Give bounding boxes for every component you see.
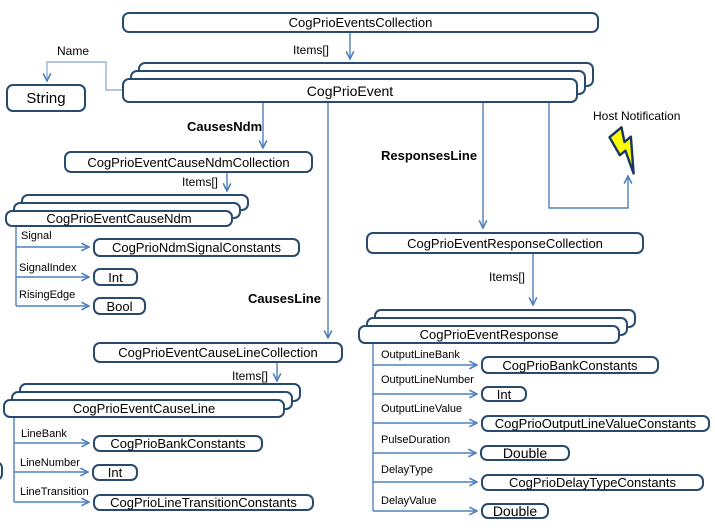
edge-label-items-events: Items[] [293, 43, 330, 57]
edge-label-responses-line: ResponsesLine [381, 148, 478, 163]
property-label-rising-edge: RisingEdge [19, 289, 76, 301]
node-stack-cogprioeventcausendm: CogPrioEventCauseNdm [5, 194, 249, 227]
node-cogpriondmsignalconstants: CogPrioNdmSignalConstants [93, 238, 300, 257]
lightning-bolt-icon [608, 126, 635, 175]
node-cogpriooutputlinevalueconstants: CogPrioOutputLineValueConstants [481, 415, 710, 432]
property-label-pulse-duration: PulseDuration [381, 434, 451, 446]
node-bool-risingedge: Bool [93, 297, 146, 315]
property-label-signal: Signal [21, 230, 52, 242]
edge-label-items-response: Items[] [489, 270, 526, 284]
edge-label-items-cause-ndm: Items[] [182, 175, 219, 189]
node-cogprioevent: CogPrioEvent [122, 78, 578, 103]
node-cogpriolinetransitionconstants: CogPrioLineTransitionConstants [93, 494, 314, 511]
node-cogpriodelaytypeconstants: CogPrioDelayTypeConstants [481, 474, 704, 491]
node-int-signalindex: Int [93, 268, 138, 286]
edge-label-host-notification: Host Notification [593, 109, 681, 123]
edge-label-name: Name [57, 44, 90, 58]
edge-label-causes-ndm: CausesNdm [187, 119, 263, 134]
node-cogprioeventcauselinecollection: CogPrioEventCauseLineCollection [93, 342, 343, 363]
edge-label-causes-line: CausesLine [248, 291, 321, 306]
node-stack-cogprioeventcauseline: CogPrioEventCauseLine [3, 383, 301, 418]
node-cogprioeventscollection: CogPrioEventsCollection [122, 12, 599, 33]
node-stack-cogprioeventresponse: CogPrioEventResponse [358, 309, 636, 344]
property-label-output-line-number: OutputLineNumber [381, 374, 474, 386]
property-label-line-bank: LineBank [21, 428, 67, 440]
node-int-linenumber: Int [92, 464, 138, 481]
property-label-delay-type: DelayType [381, 464, 433, 476]
node-cogprioeventresponsecollection: CogPrioEventResponseCollection [366, 232, 644, 254]
property-label-line-number: LineNumber [20, 457, 80, 469]
property-label-delay-value: DelayValue [381, 495, 437, 507]
node-cogprioeventcauseline: CogPrioEventCauseLine [3, 399, 285, 418]
node-cogprioeventresponse: CogPrioEventResponse [358, 325, 620, 344]
node-double-pulseduration: Double [480, 445, 570, 461]
property-label-output-line-value: OutputLineValue [381, 403, 463, 415]
node-cogprioeventcausendm: CogPrioEventCauseNdm [5, 210, 233, 227]
node-double-delayvalue: Double [481, 503, 549, 519]
node-cogprioeventcausendmcollection: CogPrioEventCauseNdmCollection [64, 151, 313, 173]
node-cogpriobankconstants-line: CogPrioBankConstants [93, 435, 263, 452]
property-label-signal-index: SignalIndex [19, 262, 77, 274]
connector-name-to-string [47, 61, 122, 91]
node-string: String [6, 84, 86, 112]
edge-label-items-cause-line: Items[] [232, 369, 269, 383]
property-label-line-transition: LineTransition [20, 486, 89, 498]
node-int-outputlinenumber: Int [481, 386, 527, 402]
node-stack-cogprioevent: CogPrioEvent [122, 62, 594, 103]
node-cogpriobankconstants-output: CogPrioBankConstants [481, 356, 659, 374]
property-label-output-line-bank: OutputLineBank [381, 349, 460, 361]
connector-host-notification [548, 103, 628, 209]
